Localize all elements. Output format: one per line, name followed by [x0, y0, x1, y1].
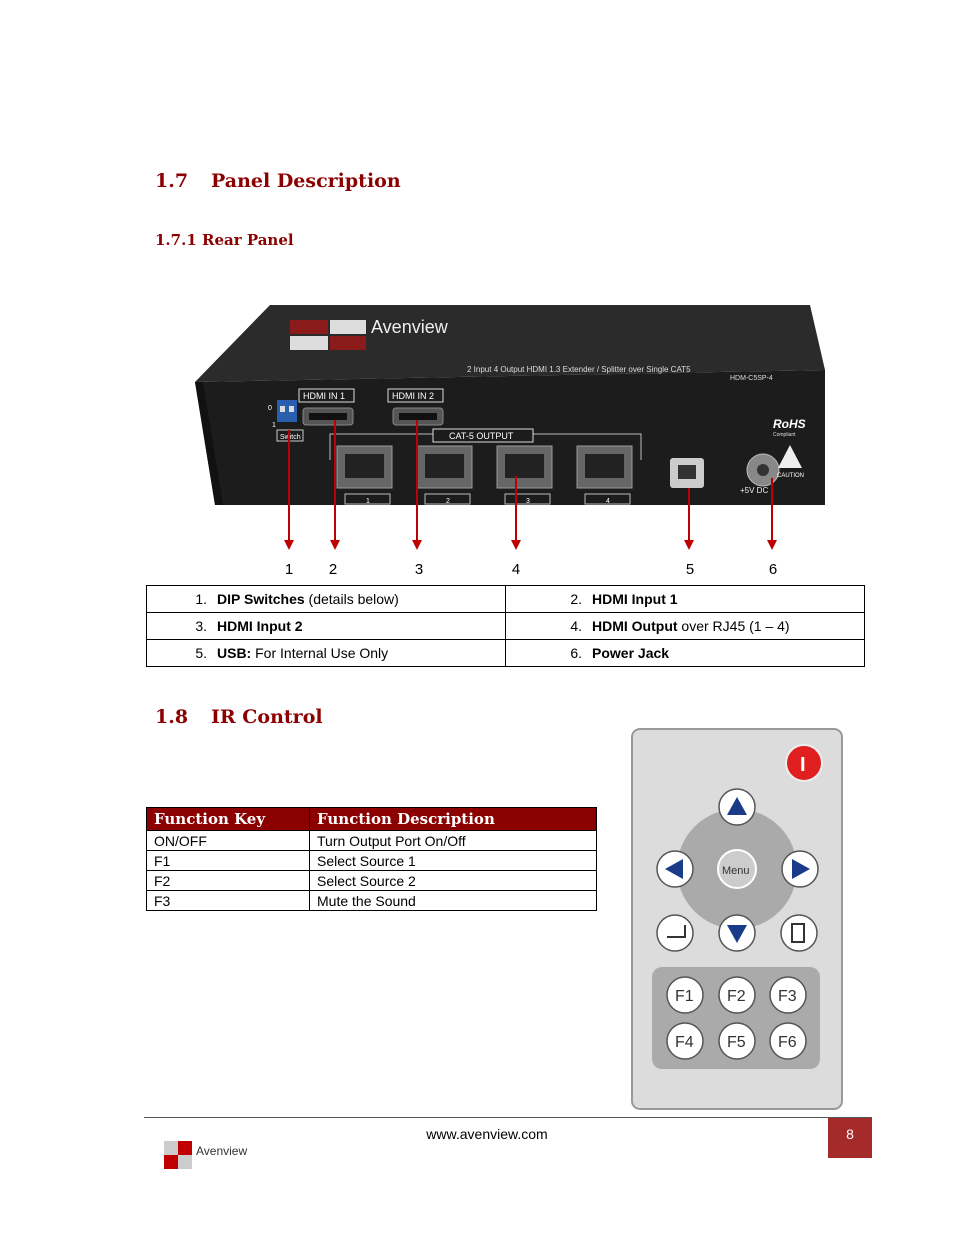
table-cell: Select Source 1: [309, 850, 597, 871]
port-4-label: 4: [606, 498, 610, 505]
table-cell: Mute the Sound: [309, 890, 597, 911]
footer-url: www.avenview.com: [426, 1126, 548, 1142]
table-row: 5. USB: For Internal Use Only 6. Power Jac…: [146, 639, 865, 667]
table-cell: 1. DIP Switches (details below): [146, 585, 506, 613]
device-model-text: HDM-C5SP-4: [730, 375, 773, 382]
f1-key-label: F1: [675, 988, 694, 1005]
left-arrow-icon: [665, 859, 683, 879]
item-name: Power Jack: [592, 645, 670, 661]
enter-icon: [667, 925, 686, 938]
table-row: 3. HDMI Input 2 4. HDMI Output over RJ45 (…: [146, 612, 865, 640]
callout-arrows: [284, 500, 777, 550]
item-detail: For Internal Use Only: [251, 645, 389, 661]
menu-button-label: Menu: [722, 865, 750, 877]
hdmi-in-1-label: HDMI IN 1: [303, 391, 345, 401]
caution-label: CAUTION: [777, 473, 804, 479]
switch-label: Switch: [280, 434, 301, 441]
table-cell: F3: [146, 890, 310, 911]
item-name: HDMI Input 1: [592, 591, 678, 607]
callout-4: 4: [511, 561, 521, 578]
callout-5: 5: [685, 561, 695, 578]
callout-2: 2: [328, 561, 338, 578]
device-rear-panel-image: Avenview 2 Input 4 Output HDMI 1.3 Exten…: [195, 300, 835, 544]
callout-6: 6: [768, 561, 778, 578]
section-number: 1.8: [155, 706, 189, 728]
item-detail: (details below): [304, 591, 399, 607]
item-name: DIP Switches: [217, 591, 305, 607]
table-cell: Turn Output Port On/Off: [309, 830, 597, 851]
ir-remote-image: I Menu F1 F2 F3 F4 F5: [630, 727, 844, 1111]
section-heading-1-7: 1.7 Panel Description: [155, 170, 401, 192]
page-number: 8: [828, 1118, 872, 1158]
f2-key-label: F2: [727, 988, 746, 1005]
f5-key-label: F5: [727, 1034, 746, 1051]
section-heading-1-8: 1.8 IR Control: [155, 706, 323, 728]
hdmi-in-2-label: HDMI IN 2: [392, 391, 434, 401]
device-brand-text: Avenview: [371, 317, 449, 337]
footer-logo: Avenview: [162, 1137, 262, 1177]
compliant-label: Compliant: [773, 432, 796, 438]
power-button-icon: [785, 744, 823, 782]
table-cell: F2: [146, 870, 310, 891]
section-number: 1.7: [155, 170, 189, 192]
table-cell: 4. HDMI Output over RJ45 (1 – 4): [505, 612, 865, 640]
dip-label-1: 1: [272, 422, 276, 429]
port-2-label: 2: [446, 498, 450, 505]
cat5-output-label: CAT-5 OUTPUT: [449, 431, 514, 441]
right-arrow-icon: [792, 859, 810, 879]
item-number: 5.: [195, 645, 207, 661]
item-number: 2.: [570, 591, 582, 607]
section-title: Panel Description: [211, 170, 401, 192]
table-cell: 3. HDMI Input 2: [146, 612, 506, 640]
table-row: 1. DIP Switches (details below) 2. HDMI In…: [146, 585, 865, 613]
item-name: HDMI Input 2: [217, 618, 303, 634]
table-cell: 5. USB: For Internal Use Only: [146, 639, 506, 667]
table-cell: Select Source 2: [309, 870, 597, 891]
table-cell: 2. HDMI Input 1: [505, 585, 865, 613]
exit-icon: [791, 923, 805, 943]
f6-key-label: F6: [778, 1034, 797, 1051]
down-arrow-icon: [727, 925, 747, 943]
subsection-heading-1-7-1: 1.7.1 Rear Panel: [155, 231, 294, 249]
callout-3: 3: [414, 561, 424, 578]
column-header: Function Key: [146, 807, 310, 831]
device-subtitle-text: 2 Input 4 Output HDMI 1.3 Extender / Spl…: [467, 365, 691, 374]
item-name: USB:: [217, 645, 252, 661]
port-3-label: 3: [526, 498, 530, 505]
power-button-label: I: [800, 754, 806, 776]
port-1-label: 1: [366, 498, 370, 505]
item-number: 3.: [195, 618, 207, 634]
item-detail: over RJ45 (1 – 4): [677, 618, 790, 634]
dip-label-0: 0: [268, 405, 272, 412]
f4-key-label: F4: [675, 1034, 694, 1051]
column-header: Function Description: [309, 807, 597, 831]
section-title: IR Control: [211, 706, 323, 728]
function-key-table: Function Key Function Description ON/OFF…: [146, 807, 597, 911]
table-cell: ON/OFF: [146, 830, 310, 851]
table-cell: F1: [146, 850, 310, 871]
footer-logo-text: Avenview: [196, 1144, 247, 1158]
item-number: 6.: [570, 645, 582, 661]
table-cell: 6. Power Jack: [505, 639, 865, 667]
item-number: 4.: [570, 618, 582, 634]
item-name: HDMI Output: [592, 618, 678, 634]
footer-divider: [144, 1117, 872, 1118]
rear-panel-parts-table: 1. DIP Switches (details below) 2. HDMI In…: [146, 585, 865, 667]
rohs-label: RoHS: [773, 417, 806, 431]
item-number: 1.: [195, 591, 207, 607]
table-header-row: Function Key Function Description: [146, 807, 597, 831]
power-label: +5V DC: [740, 486, 768, 495]
callout-1: 1: [284, 561, 294, 578]
f3-key-label: F3: [778, 988, 797, 1005]
up-arrow-icon: [727, 797, 747, 815]
